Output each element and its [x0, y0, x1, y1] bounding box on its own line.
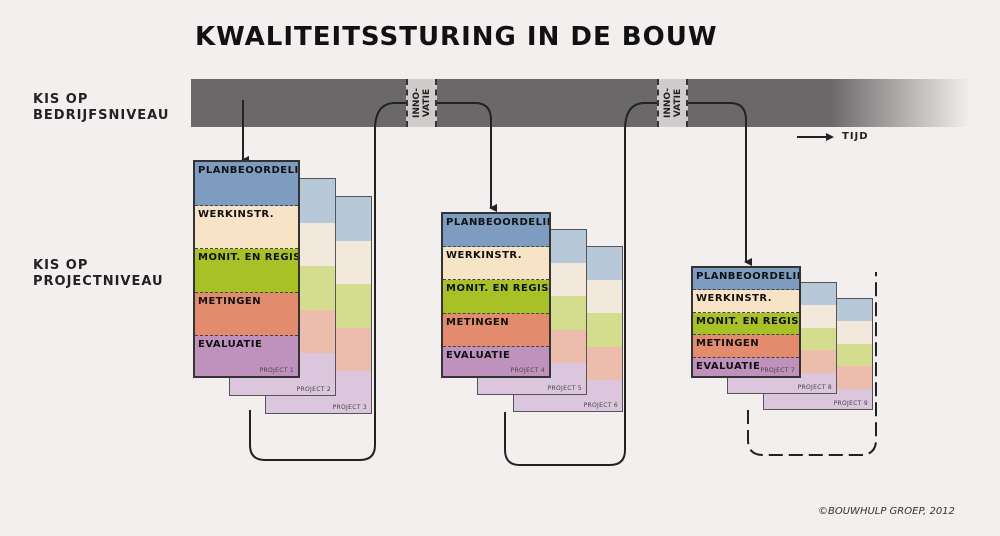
phase-row: PLANBEOORDELING — [195, 162, 298, 206]
project-label: PROJECT 2 — [296, 386, 331, 393]
phase-row: METINGEN — [693, 335, 799, 358]
phase-row: PLANBEOORDELING — [693, 268, 799, 291]
company-level-line-1: KIS OP — [33, 92, 89, 107]
project-label: PROJECT 7 — [760, 367, 795, 374]
project-label: PROJECT 3 — [332, 404, 367, 411]
copyright-credit: ©BOUWHULP GROEP, 2012 — [818, 506, 955, 517]
project-level-line-1: KIS OP — [33, 258, 89, 273]
phase-row: MONIT. EN REGIS. — [195, 249, 298, 293]
phase-row: WERKINSTR. — [693, 290, 799, 313]
phase-label: EVALUATIE — [198, 339, 263, 351]
phase-row: PLANBEOORDELING — [443, 214, 549, 248]
company-level-label: KIS OP BEDRIJFSNIVEAU — [33, 92, 169, 124]
phase-row: EVALUATIE — [693, 357, 799, 376]
phase-label: MONIT. EN REGIS. — [198, 252, 300, 264]
project-level-line-2: PROJECTNIVEAU — [33, 274, 164, 289]
phase-label: METINGEN — [446, 316, 510, 328]
phase-label: METINGEN — [696, 338, 760, 350]
innovation-block-1: INNO- VATIE — [406, 79, 437, 127]
company-level-line-2: BEDRIJFSNIVEAU — [33, 108, 170, 123]
feedback-loop-3 — [747, 272, 877, 456]
project-label: PROJECT 4 — [510, 367, 545, 374]
phase-label: WERKINSTR. — [696, 293, 773, 305]
phase-row: MONIT. EN REGIS. — [693, 312, 801, 336]
project-label: PROJECT 5 — [547, 385, 582, 392]
project-card: PLANBEOORDELING WERKINSTR. MONIT. EN REGIS… — [193, 160, 300, 378]
phase-label: PLANBEOORDELING — [696, 271, 799, 282]
innovation-block-2: INNO- VATIE — [657, 79, 688, 127]
phase-row: MONIT. EN REGIS. — [443, 280, 551, 314]
page-title: KWALITEITSSTURING IN DE BOUW — [195, 22, 718, 52]
phase-label: EVALUATIE — [696, 360, 761, 372]
project-card: PLANBEOORDELING WERKINSTR. MONIT. EN REGIS… — [691, 266, 801, 378]
project-label: PROJECT 9 — [833, 400, 868, 407]
phase-row: METINGEN — [443, 313, 549, 347]
phase-label: PLANBEOORDELING — [446, 217, 549, 228]
arrow-to-stack-3 — [688, 102, 752, 266]
project-label: PROJECT 8 — [797, 384, 832, 391]
phase-label: WERKINSTR. — [198, 208, 275, 220]
phase-row: WERKINSTR. — [195, 205, 298, 250]
time-label: TIJD — [842, 131, 869, 142]
phase-row: EVALUATIE — [443, 346, 549, 376]
project-label: PROJECT 6 — [583, 402, 618, 409]
company-level-band — [191, 79, 970, 127]
phase-row: EVALUATIE — [195, 336, 298, 376]
project-level-label: KIS OP PROJECTNIVEAU — [33, 258, 164, 290]
project-card: PLANBEOORDELING WERKINSTR. MONIT. EN REGIS… — [441, 212, 551, 378]
phase-row: METINGEN — [195, 292, 298, 337]
feedback-loop-2 — [504, 102, 657, 466]
phase-label: MONIT. EN REGIS. — [696, 315, 801, 327]
phase-row: WERKINSTR. — [443, 247, 549, 281]
phase-label: EVALUATIE — [446, 349, 511, 361]
phase-label: PLANBEOORDELING — [198, 165, 299, 176]
project-label: PROJECT 1 — [259, 367, 294, 374]
phase-label: WERKINSTR. — [446, 250, 523, 262]
feedback-loop-1 — [249, 102, 406, 461]
arrow-to-stack-2 — [437, 102, 497, 212]
phase-label: METINGEN — [198, 295, 262, 307]
phase-label: MONIT. EN REGIS. — [446, 283, 551, 295]
